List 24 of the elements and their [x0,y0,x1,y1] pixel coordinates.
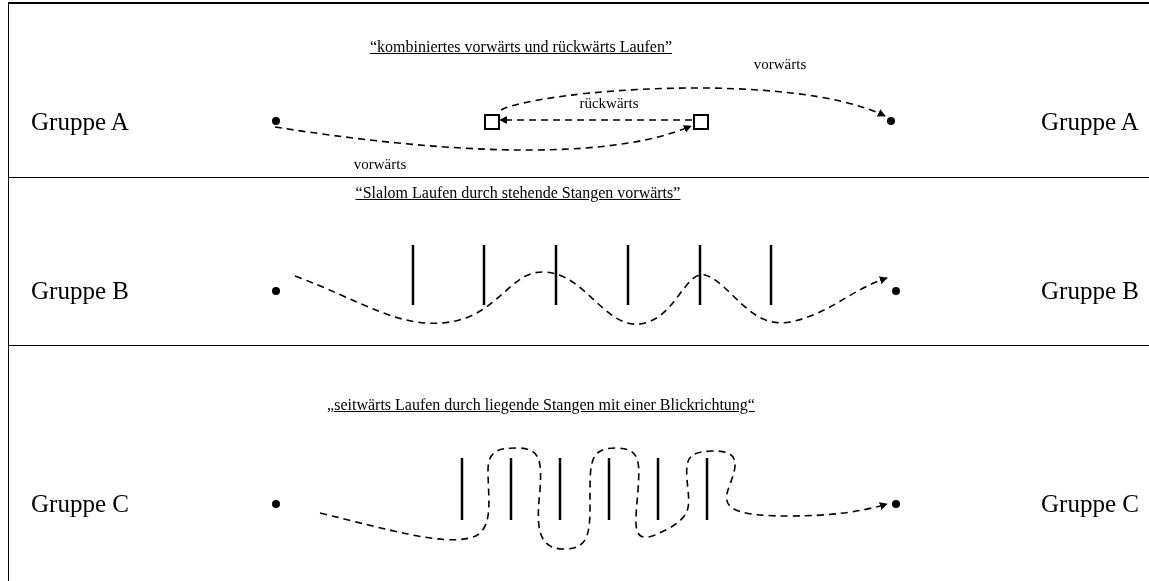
exercise-title: „seitwärts Laufen durch liegende Stangen mit einer Blickrichtung“ [327,396,755,414]
group-label: Gruppe C [31,490,129,518]
start-dot [272,117,280,125]
dashed-arrow [294,271,888,325]
group-label: Gruppe B [1041,277,1139,305]
marker-square [484,114,500,130]
marker-square [693,114,709,130]
exercise-title: “kombiniertes vorwärts und rückwärts Laufen” [369,38,673,56]
dashed-arrow [500,87,886,118]
start-dot [272,287,280,295]
dashed-arrow [499,116,693,124]
start-dot [892,287,900,295]
dashed-arrow [319,447,888,550]
group-label: Gruppe A [31,108,129,136]
group-band [8,177,1149,345]
group-label: Gruppe B [31,277,129,305]
exercise-title: “Slalom Laufen durch stehende Stangen vorwärts” [355,184,681,202]
group-label: Gruppe A [1041,108,1139,136]
start-dot [887,117,895,125]
start-dot [892,500,900,508]
group-label: Gruppe C [1041,490,1139,518]
group-band [8,345,1149,581]
start-dot [272,500,280,508]
dashed-arrow [274,124,692,151]
